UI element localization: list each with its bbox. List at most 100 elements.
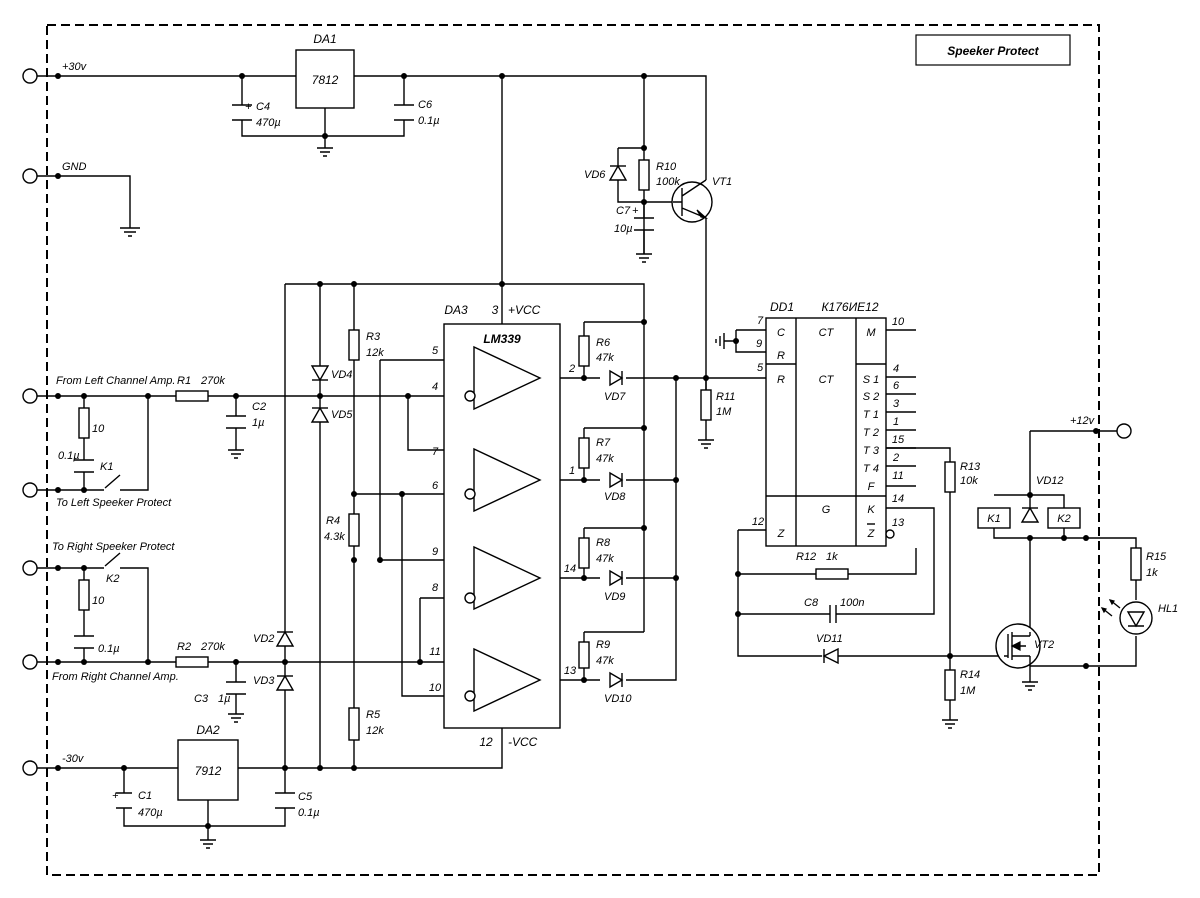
label-neg30: -30v <box>62 753 85 765</box>
title-box: Speeker Protect <box>915 34 1071 66</box>
svg-text:100k: 100k <box>656 176 680 188</box>
transistor-vt1: VT1 <box>671 176 732 223</box>
svg-text:+VCC: +VCC <box>508 303 541 317</box>
svg-text:-VCC: -VCC <box>508 735 538 749</box>
svg-text:C1: C1 <box>138 790 152 802</box>
svg-text:+: + <box>112 790 119 802</box>
capacitor-c2 <box>226 415 246 429</box>
svg-text:3: 3 <box>893 398 900 410</box>
svg-text:7: 7 <box>432 446 439 458</box>
svg-text:R10: R10 <box>656 161 677 173</box>
svg-text:0.1µ: 0.1µ <box>98 643 120 655</box>
capacitor-c6 <box>394 104 414 121</box>
svg-text:2: 2 <box>568 363 575 375</box>
svg-text:R13: R13 <box>960 461 981 473</box>
svg-text:100n: 100n <box>840 597 864 609</box>
svg-text:DD1: DD1 <box>770 300 794 314</box>
svg-text:13: 13 <box>564 665 577 677</box>
svg-text:C: C <box>777 327 785 339</box>
svg-text:R: R <box>777 350 785 362</box>
label-right-in: From Right Channel Amp. <box>52 671 179 683</box>
svg-text:11: 11 <box>429 646 440 658</box>
svg-text:R15: R15 <box>1146 551 1167 563</box>
svg-text:0.1µ: 0.1µ <box>58 450 80 462</box>
svg-text:5: 5 <box>757 362 764 374</box>
svg-text:VD9: VD9 <box>604 591 625 603</box>
led-hl1: HL1 <box>1100 599 1178 635</box>
counter-ic-dd1: DD1 К176ИЕ12 C R R Z CT CT G M S 1 S 2 T… <box>752 300 905 547</box>
relays: K1 K2 K1 K2 <box>100 461 1081 585</box>
svg-text:1µ: 1µ <box>218 693 230 705</box>
svg-text:VD10: VD10 <box>604 693 632 705</box>
svg-text:9: 9 <box>756 338 762 350</box>
resistor-right-10ohm <box>78 579 90 611</box>
resistor-r14 <box>944 669 956 701</box>
capacitor-c3 <box>226 681 246 695</box>
svg-text:K2: K2 <box>1057 513 1070 525</box>
svg-text:VD4: VD4 <box>331 369 352 381</box>
svg-text:12: 12 <box>479 735 493 749</box>
svg-text:47k: 47k <box>596 352 614 364</box>
svg-text:0.1µ: 0.1µ <box>298 807 320 819</box>
svg-text:10: 10 <box>92 423 105 435</box>
svg-text:9: 9 <box>432 546 438 558</box>
svg-text:R1: R1 <box>177 375 191 387</box>
label-right-out: To Right Speeker Protect <box>52 541 175 553</box>
svg-text:K1: K1 <box>987 513 1000 525</box>
svg-text:VD8: VD8 <box>604 491 626 503</box>
label-gnd: GND <box>62 161 87 173</box>
dashed-boundary <box>46 24 1100 876</box>
svg-text:10k: 10k <box>960 475 978 487</box>
svg-text:G: G <box>822 504 831 516</box>
svg-text:VD12: VD12 <box>1036 475 1064 487</box>
capacitor-c5 <box>275 792 295 809</box>
svg-text:K2: K2 <box>106 573 119 585</box>
svg-text:14: 14 <box>564 563 576 575</box>
svg-text:C5: C5 <box>298 791 313 803</box>
svg-text:47k: 47k <box>596 553 614 565</box>
svg-text:C4: C4 <box>256 101 270 113</box>
svg-text:R6: R6 <box>596 337 611 349</box>
resistor-left-10ohm <box>78 407 90 439</box>
svg-text:T 3: T 3 <box>863 445 880 457</box>
resistor-r6 <box>578 335 590 367</box>
svg-text:12: 12 <box>752 516 764 528</box>
svg-text:3: 3 <box>492 303 499 317</box>
svg-text:T 1: T 1 <box>863 409 879 421</box>
svg-text:10: 10 <box>92 595 105 607</box>
svg-text:R14: R14 <box>960 669 980 681</box>
svg-text:M: M <box>866 327 876 339</box>
resistor-r5 <box>348 707 360 741</box>
svg-text:1k: 1k <box>826 551 838 563</box>
svg-text:S 1: S 1 <box>863 374 880 386</box>
svg-text:R12: R12 <box>796 551 816 563</box>
diodes: VD2 VD3 VD4 VD5 VD6 VD7 VD8 VD9 VD10 VD1… <box>253 164 1064 705</box>
svg-text:DA3: DA3 <box>444 303 468 317</box>
svg-text:K: K <box>867 504 875 516</box>
svg-text:T 2: T 2 <box>863 427 879 439</box>
svg-text:270k: 270k <box>200 641 225 653</box>
svg-text:10µ: 10µ <box>614 223 633 235</box>
capacitor-right-0.1u <box>74 635 94 649</box>
svg-text:LM339: LM339 <box>483 332 521 346</box>
label-left-in: From Left Channel Amp. <box>56 375 175 387</box>
svg-text:DA1: DA1 <box>313 32 336 46</box>
svg-text:R8: R8 <box>596 537 611 549</box>
terminals <box>22 68 1132 776</box>
svg-text:VD6: VD6 <box>584 169 606 181</box>
resistor-r1 <box>175 390 209 402</box>
svg-text:R: R <box>777 374 785 386</box>
svg-text:6: 6 <box>893 380 900 392</box>
capacitor-c4 <box>232 104 252 121</box>
regulator-da2: 7912 DA2 <box>177 723 239 801</box>
svg-text:R2: R2 <box>177 641 191 653</box>
svg-text:1: 1 <box>569 465 575 477</box>
svg-text:1µ: 1µ <box>252 417 264 429</box>
svg-text:DA2: DA2 <box>196 723 220 737</box>
svg-text:10: 10 <box>892 316 905 328</box>
svg-text:11: 11 <box>892 470 903 482</box>
svg-text:13: 13 <box>892 517 905 529</box>
resistor-r10 <box>638 159 650 191</box>
label-pos30: +30v <box>62 61 88 73</box>
